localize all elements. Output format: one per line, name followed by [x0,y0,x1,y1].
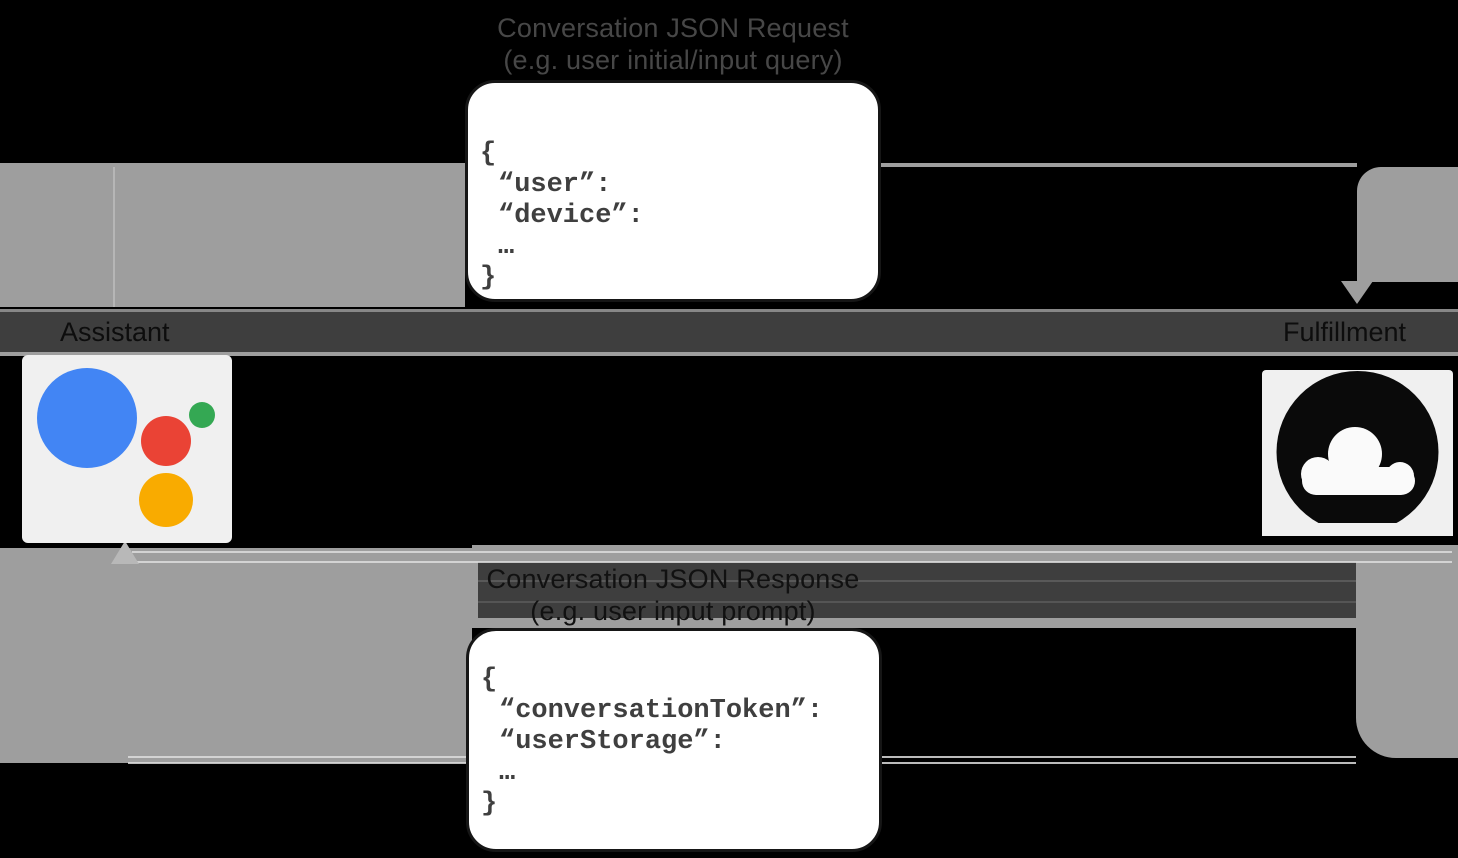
code-line: { [481,665,498,695]
code-line: “conversationToken”: [499,696,824,726]
code-line: } [480,263,497,293]
request-caption-line2: (e.g. user initial/input query) [503,45,843,75]
request-arrow-line [877,163,1357,167]
assistant-green-circle [189,402,215,428]
response-json-card: { “conversationToken”: “userStorage”: … … [466,628,882,852]
code-line: “user”: [498,170,612,200]
arrowhead-down-icon [1341,281,1373,304]
request-json-card: { “user”: “device”: … } [465,80,881,302]
response-caption: Conversation JSON Response (e.g. user in… [173,563,1173,627]
fulfillment-label: Fulfillment [1283,317,1407,347]
code-line: } [481,789,498,819]
code-line: “userStorage”: [499,727,726,757]
request-caption-line1: Conversation JSON Request [497,13,849,43]
assistant-yellow-circle [139,473,193,527]
code-line: … [499,758,516,788]
response-caption-line1: Conversation JSON Response [486,564,860,594]
request-json-code: { “user”: “device”: … } [468,83,878,294]
request-arrow-vertical-segment [113,167,115,307]
code-line: { [480,139,497,169]
response-caption-band [478,562,1356,618]
response-caption-line2: (e.g. user input prompt) [530,596,816,626]
backdrop-slab-top-right [1357,167,1458,282]
assistant-label: Assistant [60,317,170,347]
code-line: “device”: [498,201,644,231]
arrowhead-up-icon [111,541,139,564]
fulfillment-cloud-card [1262,370,1453,536]
actors-band: Assistant Fulfillment [0,309,1458,356]
assistant-red-circle [141,416,191,466]
cloud-icon [1262,371,1453,536]
request-caption: Conversation JSON Request (e.g. user ini… [173,12,1173,76]
backdrop-slab-top-left [0,163,465,307]
assistant-blue-circle [37,368,137,468]
backdrop-slab-bottom-left [0,548,472,763]
band-seam [478,601,1356,603]
band-seam [478,580,1356,582]
assistant-logo-card [22,355,232,543]
response-arrow-line-top [132,551,1452,553]
response-arrow-line-bottom [132,561,1452,563]
code-line: … [498,232,515,262]
response-json-code: { “conversationToken”: “userStorage”: … … [469,631,879,820]
backdrop-slab-bottom-right [1356,545,1458,758]
